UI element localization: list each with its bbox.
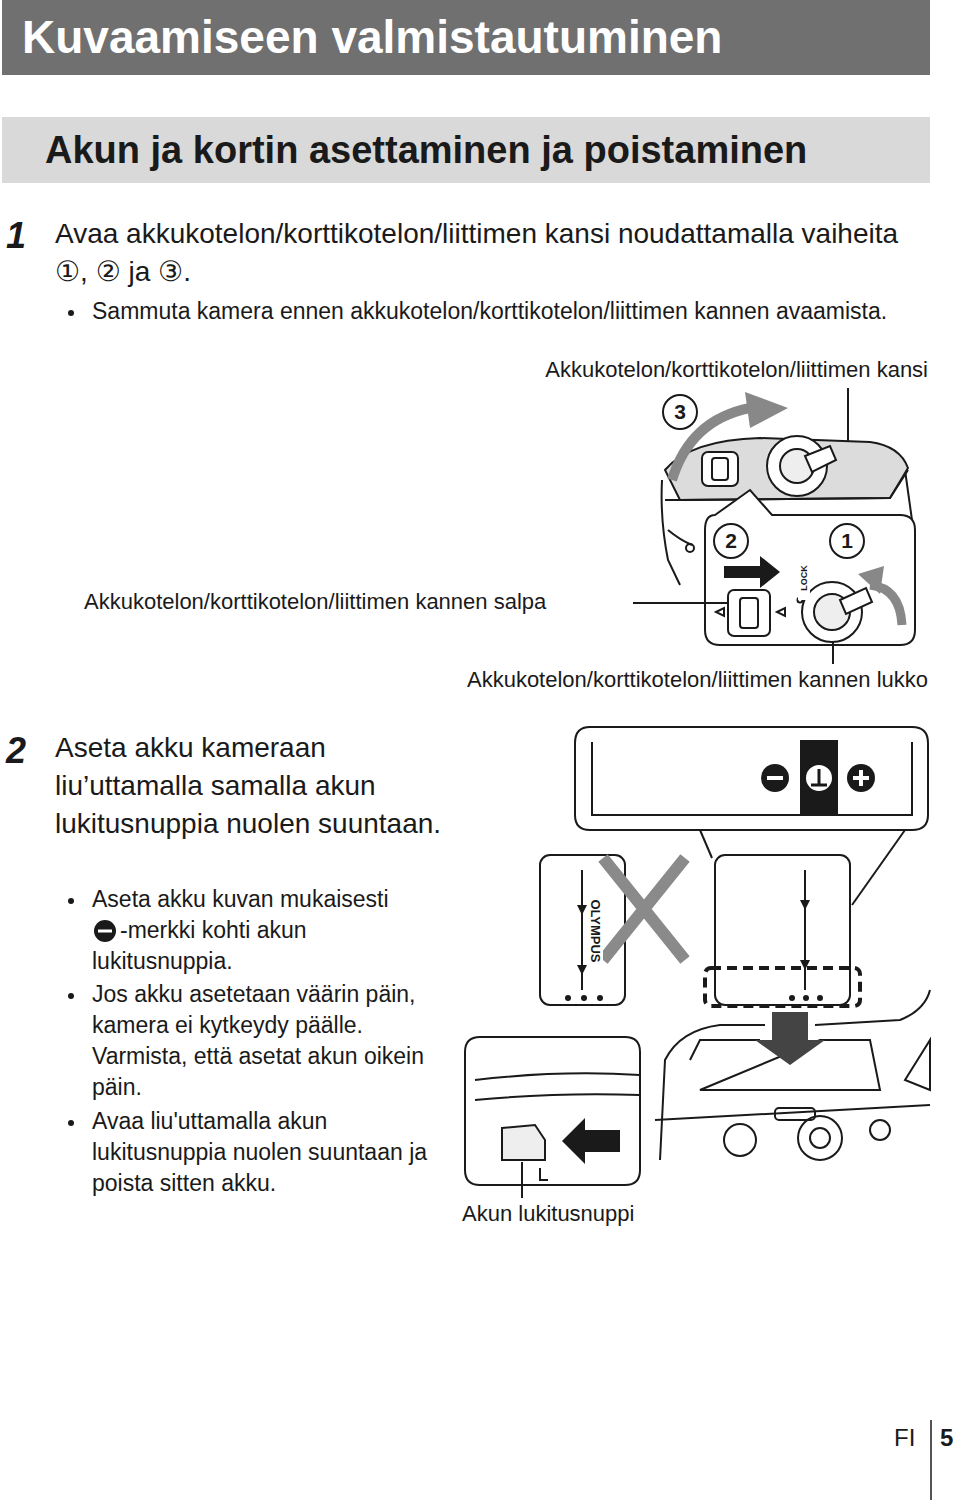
battery-illustration — [465, 727, 930, 1198]
title-band — [2, 0, 930, 75]
page-title: Kuvaamiseen valmistautuminen — [22, 8, 922, 66]
step-text: Avaa akkukotelon/korttikotelon/liittimen… — [55, 215, 915, 291]
part-label: Akkukotelon/korttikotelon/liittimen kans… — [470, 356, 928, 385]
bullet-text: Aseta akku kuvan mukaisesti — [92, 884, 452, 915]
bullet-text: Jos akku asetetaan väärin päin, kamera e… — [92, 979, 442, 1103]
footer-rule — [930, 1420, 932, 1500]
callout-number: 2 — [714, 527, 748, 555]
step-number: 1 — [6, 213, 46, 260]
battery-symbols — [562, 740, 875, 1164]
part-label: Akkukotelon/korttikotelon/liittimen kann… — [84, 588, 629, 617]
cross-mark — [603, 858, 685, 960]
callout-number: 3 — [663, 398, 697, 426]
minus-icon — [94, 920, 116, 942]
bullet-text: Avaa liu'uttamalla akun lukitusnuppia nu… — [92, 1106, 457, 1199]
battery-brand: OLYMPUS — [587, 884, 603, 978]
camera-top-illustration — [633, 388, 915, 664]
section-heading: Akun ja kortin asettaminen ja poistamine… — [45, 126, 807, 174]
step-text: Aseta akku kameraan liu’uttamalla samall… — [55, 729, 455, 843]
lock-marking: LOCK — [798, 556, 810, 600]
part-label: Akkukotelon/korttikotelon/liittimen kann… — [388, 666, 928, 695]
bullet-text: -merkki kohti akun lukitusnuppia. — [92, 915, 437, 977]
step-arrows — [672, 392, 902, 625]
page-number: 5 — [940, 1422, 958, 1453]
callout-circles — [663, 395, 864, 558]
section-band: Akun ja kortin asettaminen ja poistamine… — [2, 117, 930, 183]
language-code: FI — [894, 1422, 924, 1453]
part-label: Akun lukitusnuppi — [462, 1200, 722, 1229]
callout-number: 1 — [830, 527, 864, 555]
bullet-dots — [68, 310, 74, 1126]
step-number: 2 — [6, 728, 46, 775]
bullet-text: Sammuta kamera ennen akkukotelon/korttik… — [92, 296, 892, 327]
